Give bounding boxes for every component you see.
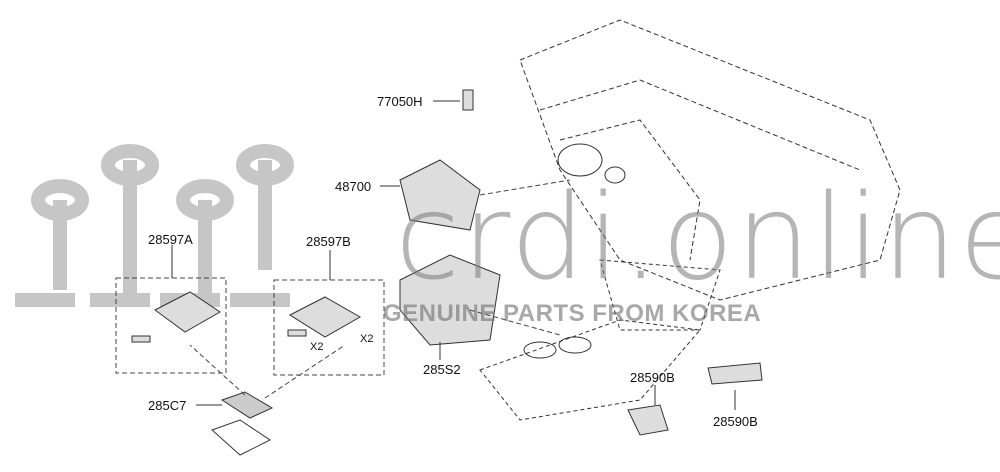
leader-lines [171,100,736,410]
part-label-28597A[interactable]: 28597A [148,232,193,247]
part-label-77050H[interactable]: 77050H [377,94,423,109]
watermark-logo [15,144,294,307]
dashboard-assembly [479,19,901,421]
part-label-28590B[interactable]: 28590B [713,414,758,429]
part-label-28597B[interactable]: 28597B [306,234,351,249]
watermark-tagline: GENUINE PARTS FROM KOREA [383,300,762,327]
quantity-label: X2 [360,333,374,345]
part-label-285S2[interactable]: 285S2 [423,362,461,377]
parts [131,89,763,456]
watermark-brand: crdi.online [395,168,1000,306]
part-label-285C7[interactable]: 285C7 [148,398,187,413]
part-label-28590B[interactable]: 28590B [630,370,675,385]
leader-boxes [115,179,571,399]
part-label-48700[interactable]: 48700 [335,179,372,194]
quantity-label: X2 [310,341,324,353]
